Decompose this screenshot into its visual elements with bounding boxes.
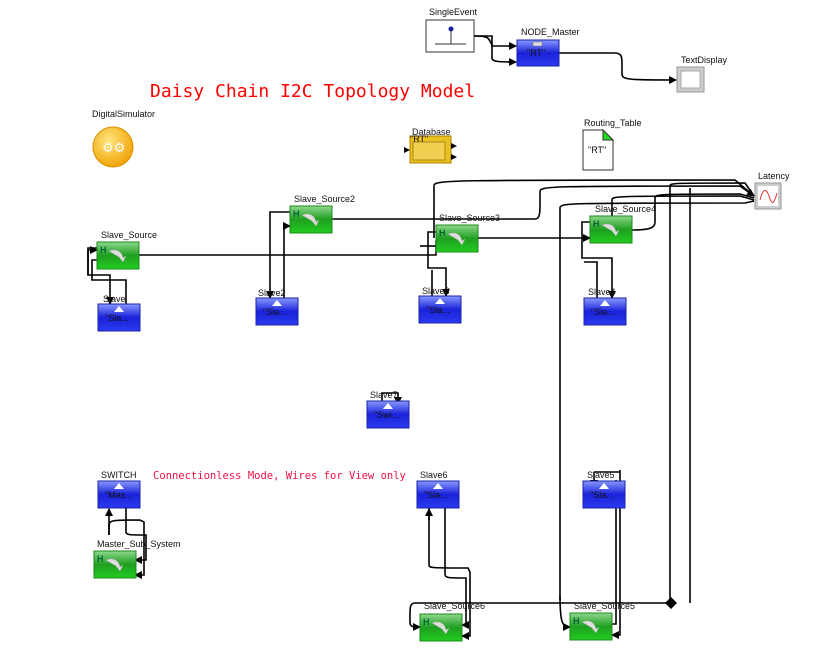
event-icon xyxy=(448,26,454,32)
relation-diamond[interactable] xyxy=(665,597,677,609)
block-label: DigitalSimulator xyxy=(92,109,155,119)
block-slave-source5[interactable]: H Slave_Source5 xyxy=(569,601,635,641)
block-label: Slave5 xyxy=(587,470,615,480)
block-text: "Mas... xyxy=(105,490,133,500)
arrow-icon xyxy=(601,223,620,237)
block-label: Slave7 xyxy=(370,390,398,400)
model-title: Daisy Chain I2C Topology Model xyxy=(150,81,475,102)
block-label: SWITCH xyxy=(101,470,137,480)
block-slave-source3[interactable]: H Slave_Source3 xyxy=(435,213,500,253)
triangle-icon xyxy=(114,483,124,489)
block-label: TextDisplay xyxy=(681,55,728,65)
arrow-icon xyxy=(105,558,124,572)
triangle-icon xyxy=(435,298,445,304)
block-label: Slave_Source5 xyxy=(574,601,635,611)
block-label: Slave_Source xyxy=(101,230,157,240)
block-label: Slave_Source6 xyxy=(424,601,485,611)
block-master-sub-system[interactable]: H Master_Sub_System xyxy=(93,539,181,579)
hierarchy-icon: H xyxy=(593,219,600,229)
block-label: Slave3 xyxy=(422,286,450,296)
hierarchy-icon: H xyxy=(97,554,104,564)
block-label: Latency xyxy=(758,171,790,181)
block-routing-table[interactable]: Routing_Table "RT" xyxy=(582,118,642,171)
block-label: Database xyxy=(412,127,451,137)
arrow-icon xyxy=(447,232,466,246)
block-slave-source4[interactable]: H Slave_Source4 xyxy=(589,204,656,244)
block-text: "Sla... xyxy=(590,490,614,500)
block-node-master[interactable]: NODE_Master "RT" xyxy=(516,27,580,67)
block-text: "Sla... xyxy=(591,307,615,317)
block-database[interactable]: Database "RT" xyxy=(404,127,457,164)
block-slave3[interactable]: "Sla... Slave3 xyxy=(418,286,462,324)
triangle-icon xyxy=(599,483,609,489)
block-slave7[interactable]: "Swi... Slave7 xyxy=(366,390,410,429)
triangle-icon xyxy=(600,300,610,306)
block-label: Slave_Source3 xyxy=(439,213,500,223)
plot-icon xyxy=(759,190,778,203)
arrow-icon xyxy=(108,249,127,263)
block-slave[interactable]: "Sla... Slave xyxy=(97,294,141,332)
block-text: "RT" xyxy=(588,145,606,155)
hierarchy-icon: H xyxy=(100,245,107,255)
block-slave4[interactable]: "Sla... Slave4 xyxy=(583,287,627,326)
block-text: "Swi... xyxy=(374,410,399,420)
block-label: Routing_Table xyxy=(584,118,642,128)
triangle-icon xyxy=(114,306,124,312)
gears-icon: ⚙⚙ xyxy=(102,140,125,155)
arrow-icon xyxy=(581,620,600,634)
block-label: NODE_Master xyxy=(521,27,580,37)
block-text: "RT" xyxy=(527,48,545,58)
block-digital-simulator[interactable]: DigitalSimulator ⚙⚙ xyxy=(92,109,155,168)
block-text: "Sla... xyxy=(426,305,450,315)
block-slave-source2[interactable]: H Slave_Source2 xyxy=(289,194,355,234)
wires xyxy=(87,35,755,640)
block-switch[interactable]: "Mas... SWITCH xyxy=(97,470,141,509)
block-single-event[interactable]: SingleEvent xyxy=(425,7,478,53)
block-label: Slave_Source2 xyxy=(294,194,355,204)
block-text-display[interactable]: TextDisplay xyxy=(676,55,728,93)
arrow-icon xyxy=(431,621,450,635)
block-text: "Sla... xyxy=(105,313,129,323)
block-label: SingleEvent xyxy=(429,7,478,17)
block-slave2[interactable]: "Sla... Slave2 xyxy=(255,288,299,326)
mode-note: Connectionless Mode, Wires for View only xyxy=(153,470,406,482)
hierarchy-icon: H xyxy=(439,228,446,238)
block-label: Slave2 xyxy=(258,288,286,298)
block-text: "RT" xyxy=(410,134,428,144)
block-label: Slave xyxy=(103,294,126,304)
block-slave-source[interactable]: H Slave_Source xyxy=(96,230,157,270)
block-slave6[interactable]: "Sla... Slave6 xyxy=(416,470,460,509)
hierarchy-icon: H xyxy=(573,616,580,626)
block-label: Slave6 xyxy=(420,470,448,480)
hierarchy-icon: H xyxy=(423,617,430,627)
triangle-icon xyxy=(383,403,393,409)
block-text: "Sla... xyxy=(424,490,448,500)
triangle-icon xyxy=(272,300,282,306)
block-label: Slave4 xyxy=(588,287,616,297)
arrow-icon xyxy=(301,213,320,227)
triangle-icon xyxy=(433,483,443,489)
block-label: Master_Sub_System xyxy=(97,539,181,549)
block-latency[interactable]: Latency xyxy=(754,171,790,210)
hierarchy-icon: H xyxy=(293,209,300,219)
block-slave5[interactable]: "Sla... Slave5 xyxy=(582,470,626,509)
block-slave-source6[interactable]: H Slave_Source6 xyxy=(419,601,485,642)
block-text: "Sla... xyxy=(263,307,287,317)
block-label: Slave_Source4 xyxy=(595,204,656,214)
